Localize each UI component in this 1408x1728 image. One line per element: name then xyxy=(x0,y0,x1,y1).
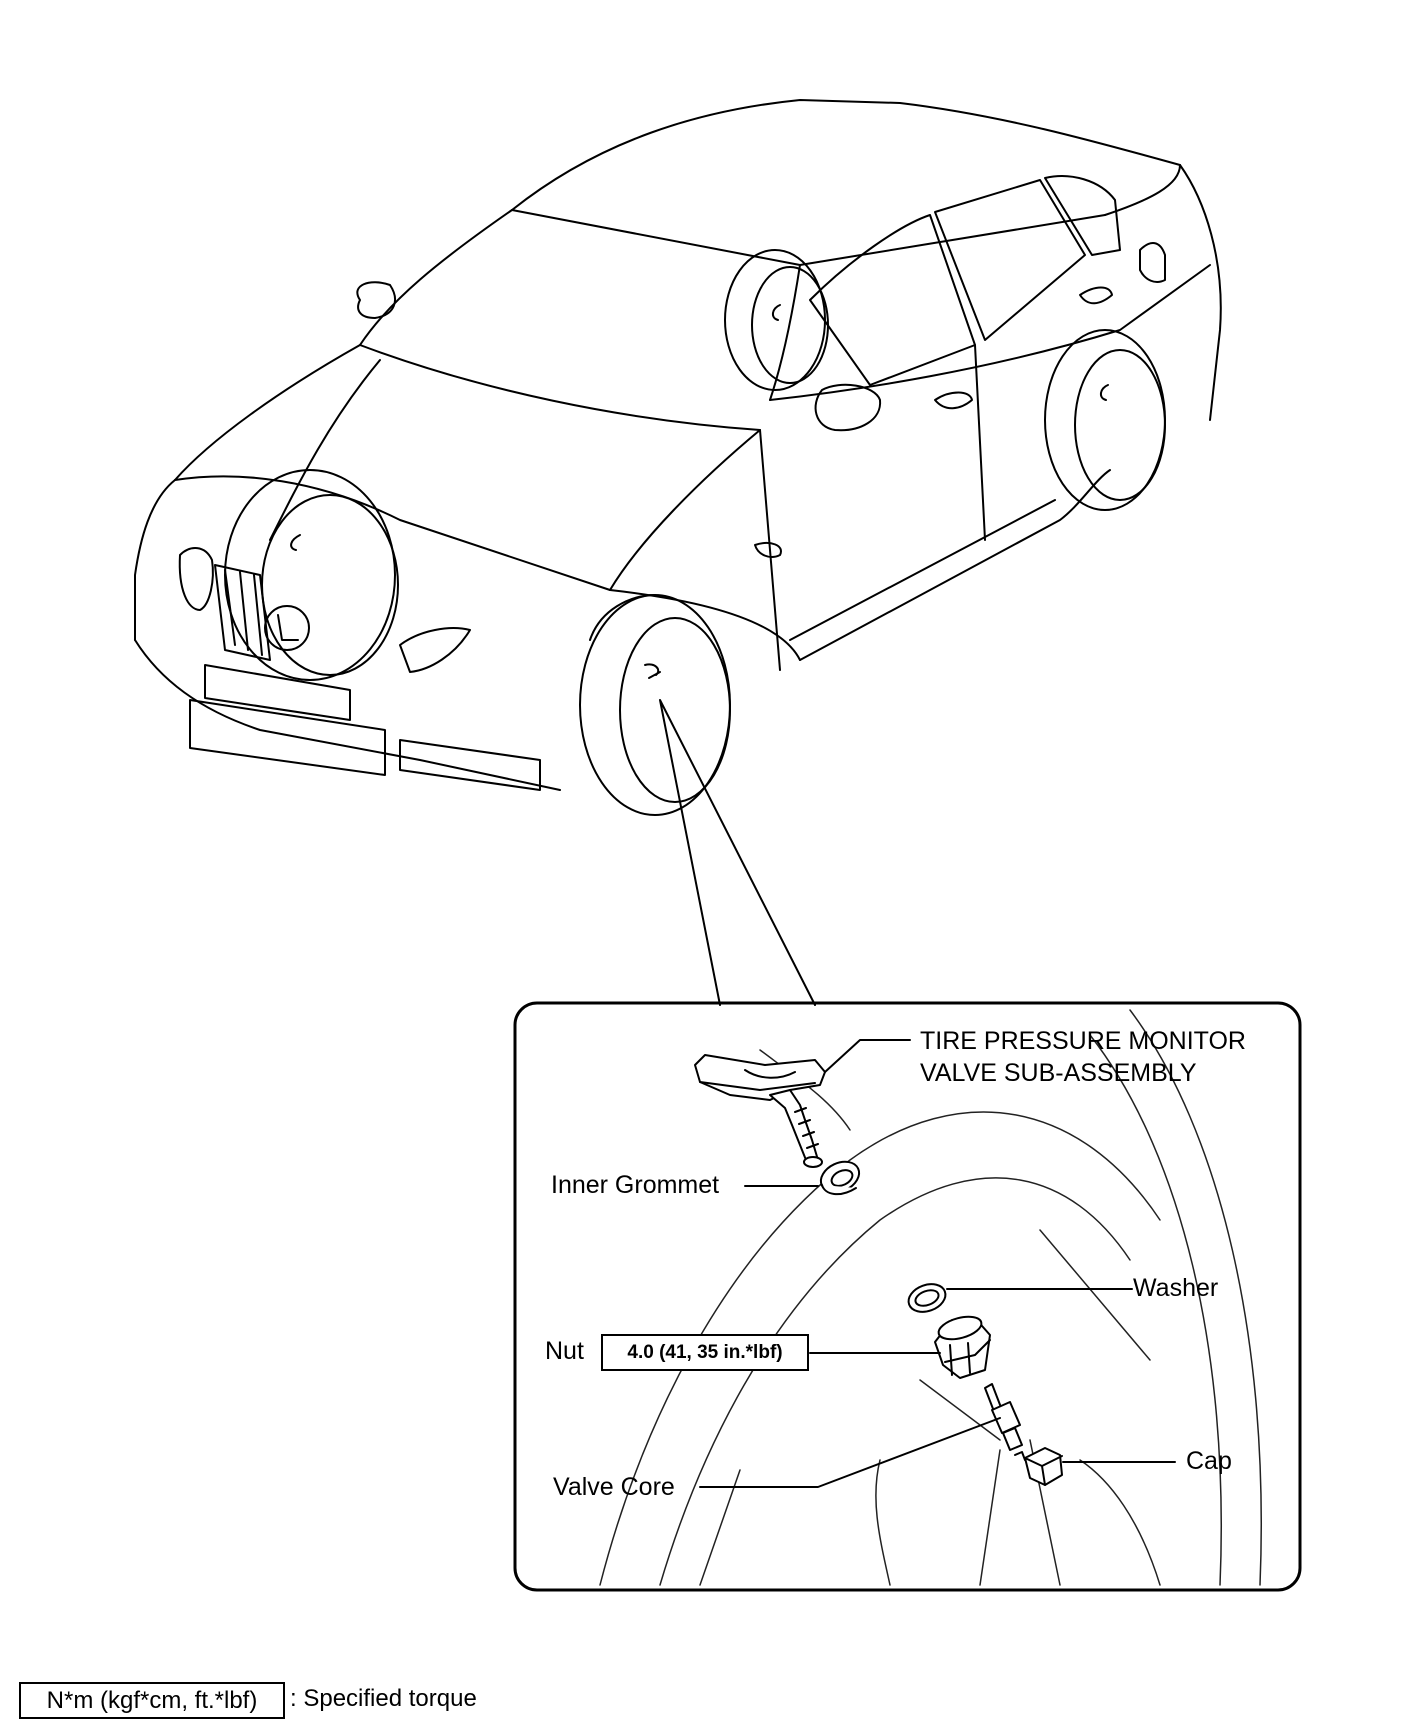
cap-label: Cap xyxy=(1186,1447,1232,1475)
wheel-rim-background xyxy=(599,1009,1263,1586)
inner-grommet-icon xyxy=(819,1160,861,1196)
callout-pointer xyxy=(659,699,816,1006)
nut-icon xyxy=(934,1315,991,1379)
legend-description: : Specified torque xyxy=(290,1685,477,1712)
nut-label: Nut xyxy=(545,1337,584,1365)
washer-label: Washer xyxy=(1133,1274,1219,1302)
tpms-valve-label-line2: VALVE SUB-ASSEMBLY xyxy=(920,1059,1197,1087)
valve-core-icon xyxy=(984,1383,1026,1461)
legend-unit-box: N*m (kgf*cm, ft.*lbf) xyxy=(19,1682,285,1719)
rear-left-wheel xyxy=(1044,329,1166,511)
nut-torque-spec: 4.0 (41, 35 in.*lbf) xyxy=(601,1334,809,1371)
tpms-valve-label-line1: TIRE PRESSURE MONITOR xyxy=(920,1027,1246,1055)
washer-icon xyxy=(907,1283,947,1313)
tire-pressure-monitor-valve-icon xyxy=(694,1054,826,1168)
detail-view-frame xyxy=(513,1001,1302,1592)
rear-right-wheel xyxy=(724,249,829,391)
valve-core-label: Valve Core xyxy=(553,1473,675,1501)
cap-icon xyxy=(1024,1447,1063,1486)
leader-lines xyxy=(699,1039,1176,1488)
front-left-wheel xyxy=(579,594,731,816)
car-illustration xyxy=(134,99,1222,791)
inner-grommet-label: Inner Grommet xyxy=(551,1171,720,1199)
front-right-wheel xyxy=(224,469,399,681)
